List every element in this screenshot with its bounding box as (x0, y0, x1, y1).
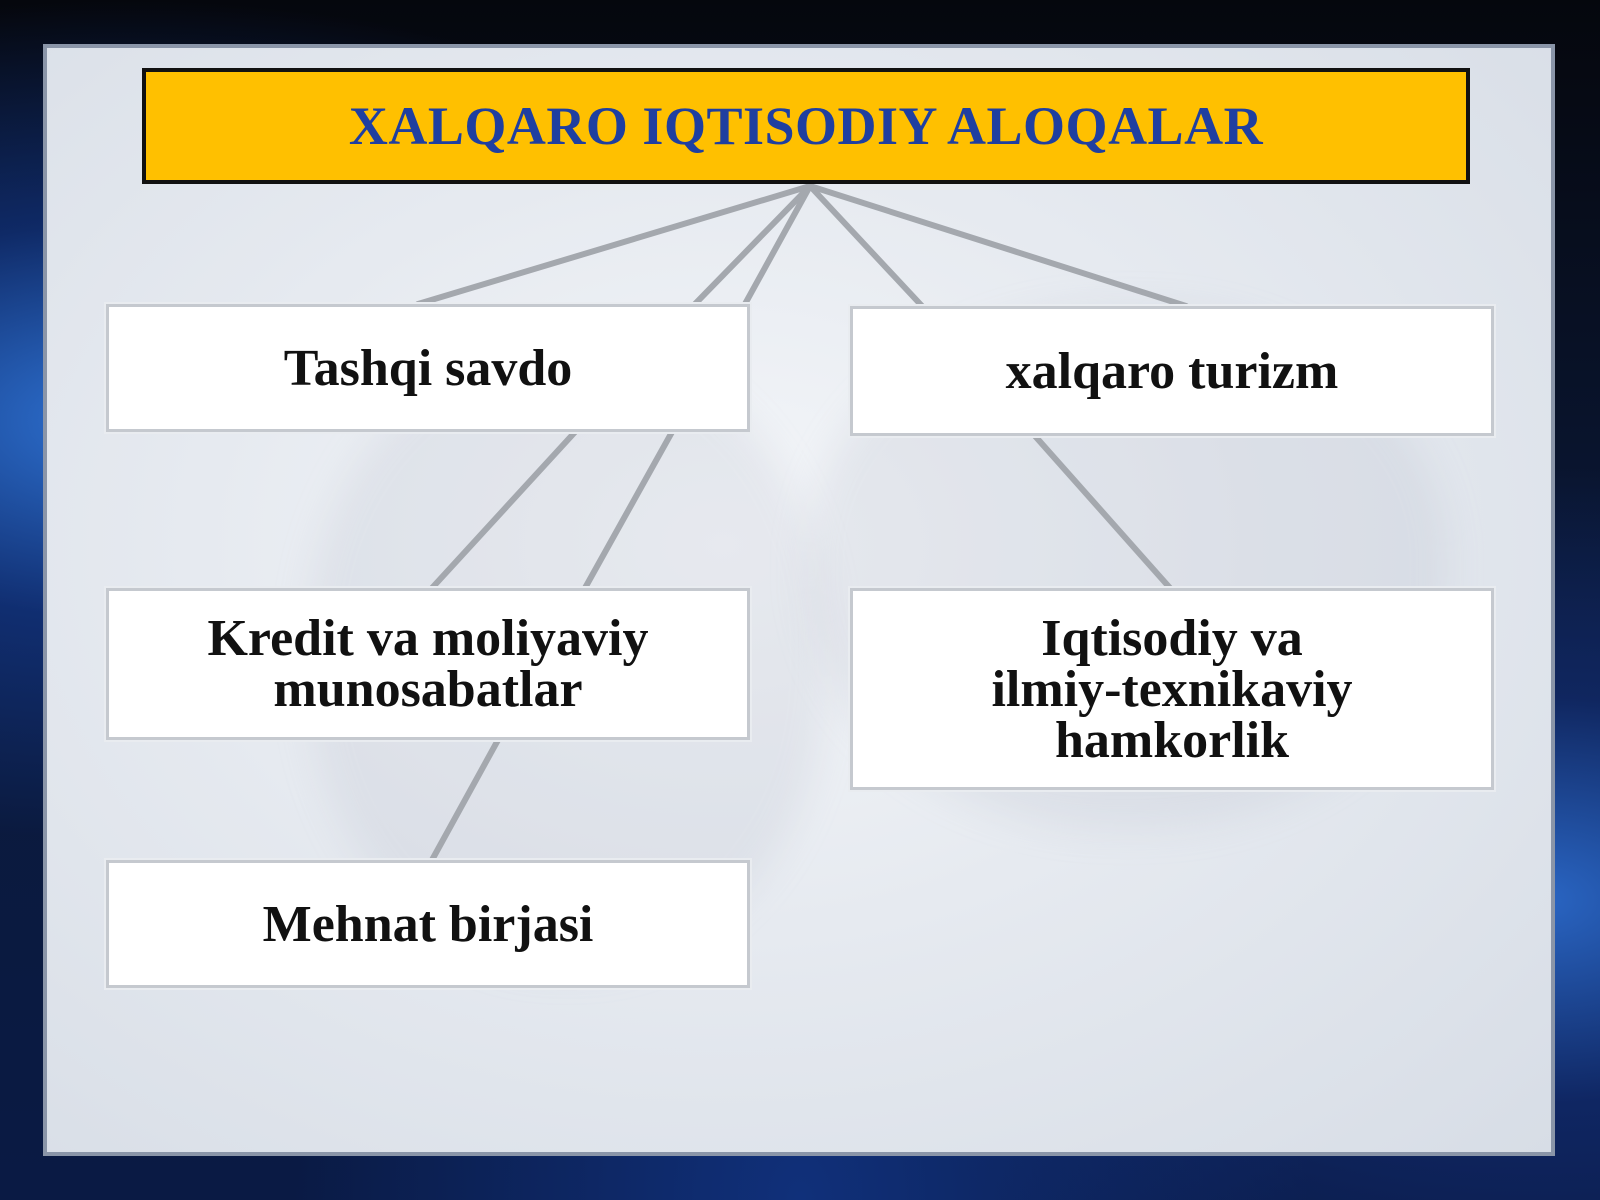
connector-turizm-to-iqtisodiy (1032, 433, 1173, 591)
node-label: xalqaro turizm (1005, 342, 1339, 400)
node-label: Tashqi savdo (283, 339, 573, 397)
node-iqtisodiy: Iqtisodiy va ilmiy-texnikaviy hamkorlik (850, 588, 1494, 790)
diagram-title-box: XALQARO IQTISODIY ALOQALAR (142, 68, 1470, 184)
node-label: Mehnat birjasi (262, 895, 594, 953)
node-label: Iqtisodiy va ilmiy-texnikaviy hamkorlik (991, 609, 1353, 769)
connector-title-to-iqtisodiy (807, 183, 925, 309)
node-tashqi-savdo: Tashqi savdo (106, 304, 750, 432)
node-mehnat-birjasi: Mehnat birjasi (106, 860, 750, 988)
connector-mehnat-lower (429, 737, 501, 863)
node-label: Kredit va moliyaviy munosabatlar (207, 610, 649, 718)
node-kredit: Kredit va moliyaviy munosabatlar (106, 588, 750, 740)
connector-title-to-mehnat (742, 183, 813, 307)
connector-kredit-continued (429, 429, 578, 591)
connector-title-to-kredit (692, 183, 813, 307)
node-xalqaro-turizm: xalqaro turizm (850, 306, 1494, 436)
connector-mehnat-continued (582, 429, 675, 591)
diagram-title: XALQARO IQTISODIY ALOQALAR (348, 96, 1264, 156)
connector-title-to-xalqaro-turizm (807, 183, 1189, 309)
connector-title-to-tashqi-savdo (415, 183, 813, 307)
